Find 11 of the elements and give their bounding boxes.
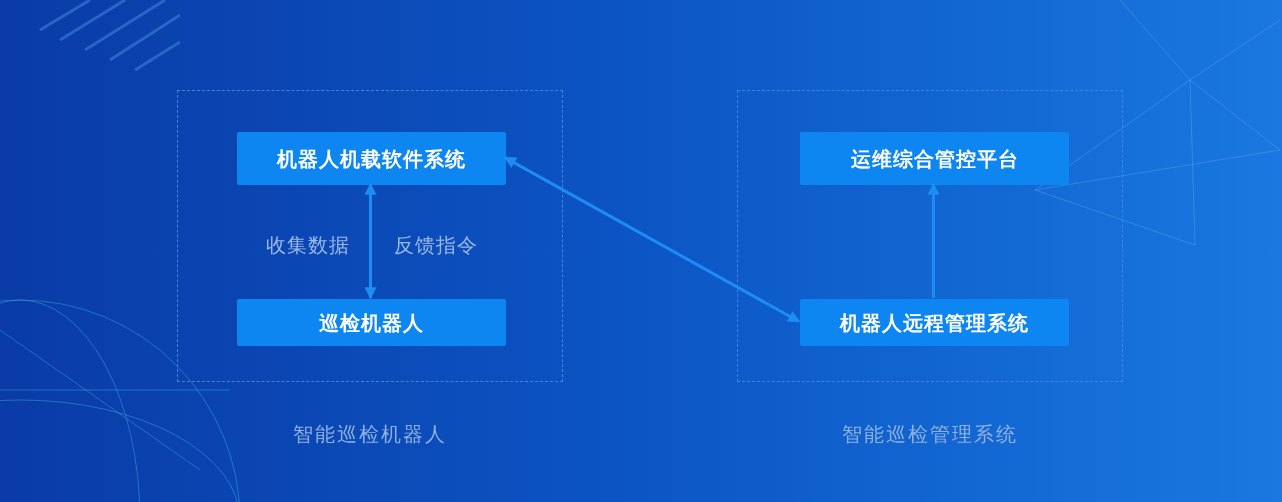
arrow xyxy=(927,182,940,298)
arrow xyxy=(503,156,801,323)
process-box: 机器人机载软件系统 xyxy=(237,132,506,185)
flow-label: 反馈指令 xyxy=(393,232,479,259)
group-caption: 智能巡检机器人 xyxy=(292,421,448,448)
arrow xyxy=(364,182,377,300)
process-box: 机器人远程管理系统 xyxy=(800,299,1069,346)
flow-label: 收集数据 xyxy=(265,232,351,259)
process-box: 运维综合管控平台 xyxy=(800,132,1069,185)
process-box: 巡检机器人 xyxy=(237,299,506,346)
group-caption: 智能巡检管理系统 xyxy=(841,421,1019,448)
